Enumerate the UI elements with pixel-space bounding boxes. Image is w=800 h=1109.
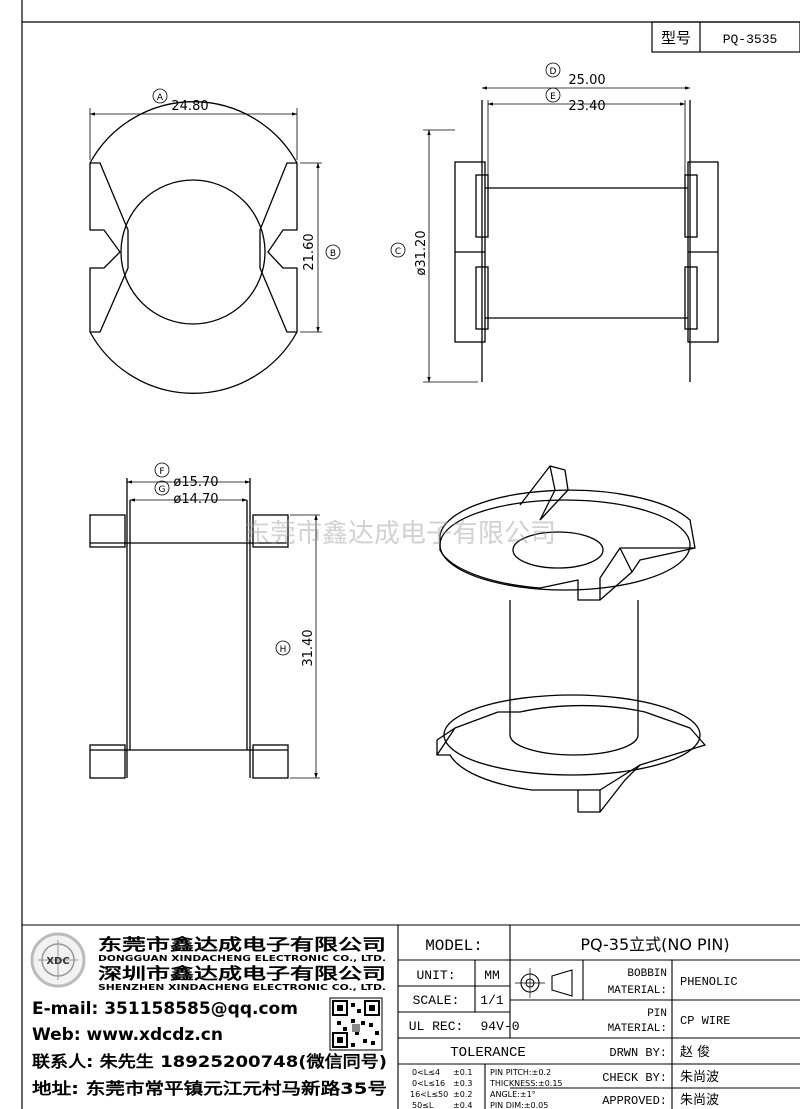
dim-B-value: 21.60 — [302, 233, 317, 270]
tol-value: ±0.3 — [453, 1079, 472, 1088]
svg-text:G: G — [159, 485, 166, 495]
dim-C-value: ø31.20 — [414, 230, 429, 275]
model-value: PQ-35立式(NO PIN) — [580, 935, 729, 954]
dim-G-label: G ø14.70 — [154, 480, 219, 507]
pin-value: CP WIRE — [680, 1014, 730, 1028]
dim-F-value: ø15.70 — [173, 475, 218, 490]
company-logo: XDC — [30, 932, 86, 988]
side-view — [423, 86, 719, 383]
tol-value: ±0.2 — [453, 1090, 472, 1099]
unit-label: UNIT: — [416, 968, 455, 983]
check-value: 朱尚波 — [680, 1070, 719, 1085]
dim-H-label: H 31.40 — [275, 629, 316, 667]
tol-range: 50≤L — [412, 1101, 434, 1109]
isometric-view — [436, 465, 706, 813]
dim-D-label: D 25.00 — [545, 62, 606, 88]
svg-text:C: C — [395, 247, 401, 257]
tol-item: THICKNESS:±0.15 — [489, 1079, 563, 1088]
tol-value: ±0.1 — [453, 1068, 472, 1077]
dim-G-value: ø14.70 — [173, 492, 218, 507]
company-block: XDC 东莞市鑫达成电子有限公司 DONGGUAN XINDACHENG ELE… — [30, 932, 387, 1098]
dim-B-label: B 21.60 — [302, 233, 341, 271]
company-name-dongguan: 东莞市鑫达成电子有限公司 — [98, 935, 386, 954]
pin-label: PIN — [647, 1008, 667, 1020]
company-name-shenzhen: 深圳市鑫达成电子有限公司 — [98, 964, 386, 983]
bobbin-label: BOBBIN — [627, 968, 667, 980]
tol-range: 16<L≤50 — [410, 1090, 448, 1099]
ul-value: 94V-0 — [480, 1019, 519, 1034]
drwn-value: 赵 俊 — [680, 1045, 710, 1060]
dim-H-value: 31.40 — [301, 629, 316, 666]
dim-E-value: 23.40 — [568, 99, 605, 114]
svg-text:A: A — [157, 93, 164, 103]
company-address: 地址: 东莞市常平镇元江元村马新路35号 — [32, 1079, 387, 1098]
company-name-shenzhen-en: SHENZHEN XINDACHENG ELECTRONIC CO., LTD. — [98, 983, 386, 992]
svg-text:D: D — [550, 67, 557, 77]
tolerance-label: TOLERANCE — [450, 1045, 526, 1061]
dim-D-value: 25.00 — [568, 73, 605, 88]
company-email: E-mail: 351158585@qq.com — [32, 999, 298, 1019]
pin-label-2: MATERIAL: — [608, 1023, 667, 1035]
svg-text:B: B — [330, 249, 336, 259]
qr-code — [329, 997, 383, 1051]
header-box: 型号 PQ-3535 — [651, 21, 800, 53]
model-code: PQ-3535 — [723, 32, 778, 47]
tol-item: PIN PITCH:±0.2 — [490, 1068, 551, 1077]
svg-text:F: F — [159, 467, 164, 477]
svg-text:E: E — [550, 92, 556, 102]
dim-F-label: F ø15.70 — [154, 462, 219, 490]
title-block-text: MODEL: PQ-35立式(NO PIN) UNIT: MM SCALE: 1… — [409, 935, 738, 1109]
scale-value: 1/1 — [480, 993, 504, 1008]
dim-C-label: C ø31.20 — [390, 230, 429, 276]
dim-A-value: 24.80 — [171, 99, 208, 114]
svg-text:XDC: XDC — [46, 956, 69, 967]
tol-item: ANGLE:±1° — [490, 1090, 536, 1099]
ul-label: UL REC: — [409, 1019, 464, 1034]
bobbin-label-2: MATERIAL: — [608, 985, 667, 997]
drwn-label: DRWN BY: — [609, 1046, 667, 1060]
approved-value: 朱尚波 — [680, 1093, 719, 1108]
unit-value: MM — [484, 968, 500, 983]
scale-label: SCALE: — [413, 993, 460, 1008]
type-label: 型号 — [661, 29, 691, 47]
watermark: 东莞市鑫达成电子有限公司 — [244, 519, 556, 549]
title-block — [22, 924, 800, 1109]
model-label: MODEL: — [425, 937, 483, 955]
tol-item: PIN DIM:±0.05 — [490, 1101, 548, 1109]
top-view — [89, 101, 322, 394]
dim-E-label: E 23.40 — [545, 87, 606, 114]
tol-range: 0<L≤16 — [412, 1079, 445, 1088]
tol-value: ±0.4 — [453, 1101, 472, 1109]
tol-range: 0<L≤4 — [412, 1068, 440, 1077]
approved-label: APPROVED: — [602, 1094, 667, 1108]
company-name-dongguan-en: DONGGUAN XINDACHENG ELECTRONIC CO., LTD. — [98, 954, 386, 963]
bobbin-value: PHENOLIC — [680, 975, 738, 989]
front-view — [89, 478, 320, 779]
svg-text:H: H — [280, 645, 287, 655]
dim-A-label: A 24.80 — [152, 88, 209, 114]
company-web: Web: www.xdcdz.cn — [32, 1025, 223, 1045]
check-label: CHECK BY: — [602, 1071, 667, 1085]
company-contact: 联系人: 朱先生 18925200748(微信同号) — [32, 1052, 387, 1071]
